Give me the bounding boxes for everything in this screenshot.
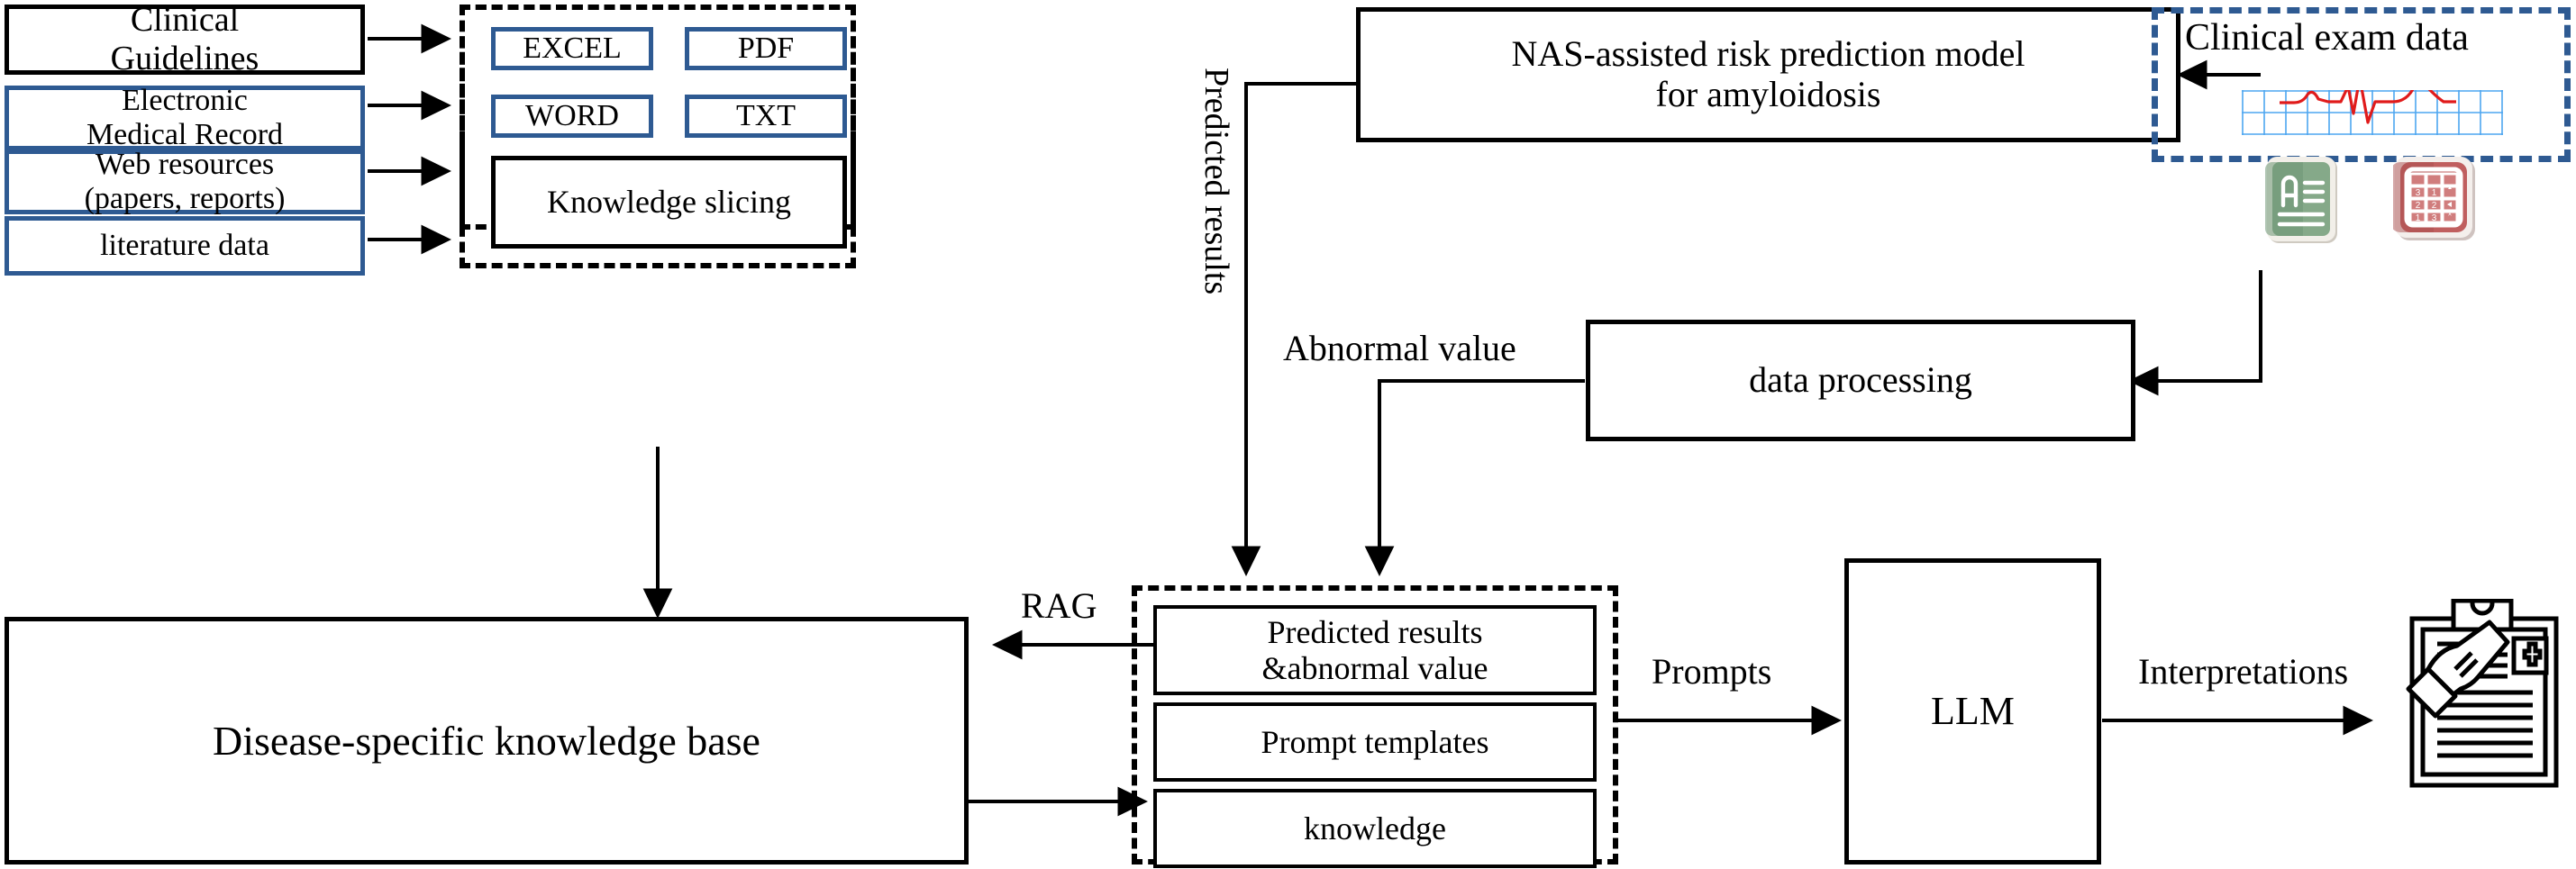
prompt-row-knowledge[interactable]: knowledge <box>1153 789 1597 868</box>
source-label-line2: Guidelines <box>110 40 259 77</box>
ecg-waveform-icon <box>2242 81 2503 135</box>
format-label: TXT <box>735 98 796 132</box>
prompt-row1-line2: &abnormal value <box>1261 650 1488 686</box>
prompt-row3-label: knowledge <box>1304 810 1446 846</box>
format-label: WORD <box>525 98 619 132</box>
knowledge-base-label: Disease-specific knowledge base <box>213 717 760 764</box>
edge-label-abnormal-value: Abnormal value <box>1283 328 1516 368</box>
numeric-keypad-icon: 3 1 2 2 1 3 <box>2390 155 2480 249</box>
prompt-row-prompt-templates[interactable]: Prompt templates <box>1153 702 1597 782</box>
format-label: PDF <box>737 31 795 65</box>
text-document-icon <box>2265 155 2343 249</box>
format-box-txt[interactable]: TXT <box>685 95 847 138</box>
source-label-line1: literature data <box>100 228 269 262</box>
edge-label-interpretations: Interpretations <box>2138 651 2349 692</box>
knowledge-slicing-label: Knowledge slicing <box>547 184 791 221</box>
source-label-line1: Web resources <box>95 147 275 181</box>
source-label-line1: Electronic <box>122 83 248 117</box>
prompt-row1-line1: Predicted results <box>1267 613 1483 650</box>
data-processing-label: data processing <box>1749 359 1972 401</box>
format-box-pdf[interactable]: PDF <box>685 27 847 70</box>
format-box-excel[interactable]: EXCEL <box>491 27 653 70</box>
edge-label-prompts: Prompts <box>1652 651 1772 692</box>
source-box-literature-data[interactable]: literature data <box>5 216 365 276</box>
knowledge-slicing-box[interactable]: Knowledge slicing <box>491 156 847 249</box>
svg-text:1: 1 <box>2432 188 2437 198</box>
svg-text:2: 2 <box>2416 201 2421 211</box>
disease-specific-knowledge-base-box[interactable]: Disease-specific knowledge base <box>5 617 969 864</box>
edge-label-predicted-results: Predicted results <box>1197 68 1235 295</box>
source-label-line2: Medical Record <box>86 118 284 151</box>
edge-label-rag: RAG <box>1021 585 1097 626</box>
svg-text:3: 3 <box>2416 188 2421 198</box>
medical-clipboard-report-icon <box>2401 591 2572 801</box>
clinical-exam-data-title: Clinical exam data <box>2185 17 2469 59</box>
source-label-line1: Clinical <box>130 1 240 40</box>
format-label: EXCEL <box>523 31 622 65</box>
svg-text:3: 3 <box>2432 213 2437 223</box>
prompt-row-predicted-results-abnormal-value[interactable]: Predicted results&abnormal value <box>1153 605 1597 695</box>
svg-text:2: 2 <box>2432 201 2437 211</box>
llm-label: LLM <box>1931 689 2015 734</box>
prompt-row2-label: Prompt templates <box>1261 723 1489 760</box>
clinical-exam-data-container <box>2152 7 2571 162</box>
llm-box[interactable]: LLM <box>1844 558 2101 864</box>
data-processing-box[interactable]: data processing <box>1586 320 2135 441</box>
svg-text:1: 1 <box>2416 213 2421 223</box>
ingestion-group-container-outline <box>460 5 856 268</box>
format-box-word[interactable]: WORD <box>491 95 653 138</box>
source-box-web-resources[interactable]: Web resources(papers, reports) <box>5 147 365 215</box>
model-title-line1: NAS-assisted risk prediction model <box>1511 33 2025 75</box>
model-title-line2: for amyloidosis <box>1655 74 1881 114</box>
source-label-line2: (papers, reports) <box>84 182 286 215</box>
